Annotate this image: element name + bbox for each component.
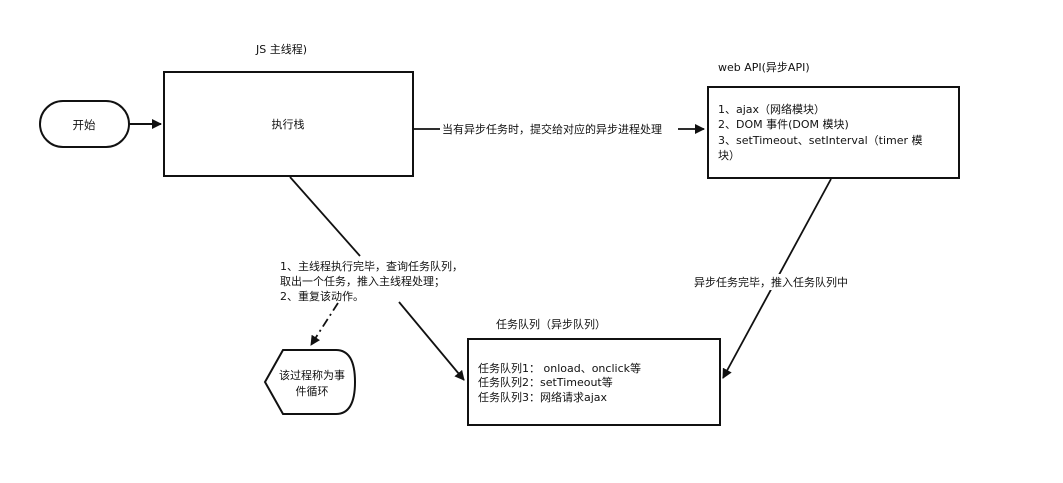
arrow-to-webapi-label: 当有异步任务时，提交给对应的异步进程处理 [442,122,662,136]
note-to-eventloop-arrow [310,302,339,346]
note-to-queue-arrow [398,301,465,381]
task-queue-box: 任务队列1： onload、onclick等 任务队列2：setTimeout等… [467,338,721,426]
event-loop-node: 该过程称为事 件循环 [263,349,357,415]
note-line: 取出一个任务，推入主线程处理； [280,274,445,288]
webapi-done-bg [692,274,862,290]
queue-line: 任务队列3：网络请求ajax [478,390,608,404]
queue-line: 任务队列2：setTimeout等 [478,375,613,389]
exec-stack-label: 执行栈 [272,117,305,131]
stack-to-note-line [289,176,361,257]
start-node: 开始 [39,100,130,148]
note-line: 1、主线程执行完毕，查询任务队列， [280,259,463,273]
webapi-line: 块） [718,149,740,162]
webapi-line: 3、setTimeout、setInterval（timer 模 [718,134,923,147]
webapi-line: 1、ajax（网络模块） [718,102,825,116]
exec-stack-box: 执行栈 [163,71,414,177]
arrow-label-bg [440,121,678,137]
webapi-line: 2、DOM 事件(DOM 模块) [718,118,849,131]
event-loop-line: 件循环 [296,385,329,398]
main-thread-note: 1、主线程执行完毕，查询任务队列， 取出一个任务，推入主线程处理； 2、重复该动… [280,259,463,303]
webapi-box: 1、ajax（网络模块） 2、DOM 事件(DOM 模块) 3、setTimeo… [707,86,960,179]
event-loop-line: 该过程称为事 [279,368,345,382]
js-thread-label: JS 主线程) [255,42,307,56]
queue-line: 任务队列1： onload、onclick等 [478,361,641,375]
note-line: 2、重复该动作。 [280,289,364,303]
webapi-done-label: 异步任务完毕，推入任务队列中 [694,275,848,289]
queue-title: 任务队列（异步队列） [496,317,606,331]
webapi-title: web API(异步API) [718,61,810,74]
start-label: 开始 [73,118,96,132]
